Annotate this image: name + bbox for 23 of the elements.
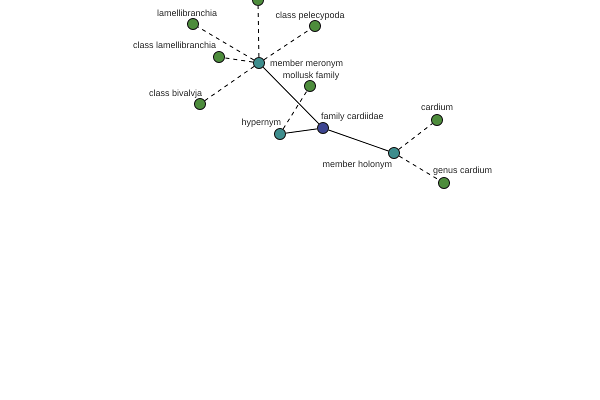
node-label: class pelecypoda [275, 10, 345, 20]
node-label: mollusk family [282, 70, 340, 80]
node-label: member meronym [270, 58, 344, 68]
connector-line [258, 6, 260, 58]
connector-line [285, 128, 318, 134]
connector-line [198, 26, 254, 60]
graph-node [252, 0, 264, 6]
node-label: hypernym [241, 117, 281, 127]
connector-line [328, 130, 389, 152]
node-label: member holonym [322, 159, 392, 169]
connector-line [224, 57, 254, 63]
node-label: genus cardium [433, 165, 492, 175]
connector-line [282, 90, 308, 130]
connector-line [264, 28, 310, 60]
node-label: class lamellibranchia [132, 40, 216, 50]
node-label: class bivalvja [148, 88, 202, 98]
connector-line [204, 66, 255, 102]
node-label: cardium [421, 102, 453, 112]
node-label: family cardiidae [321, 111, 384, 121]
connector-line [398, 123, 433, 150]
node-label: lamellibranchia [156, 8, 218, 18]
connector-line [262, 66, 320, 124]
connector-line [398, 156, 440, 180]
